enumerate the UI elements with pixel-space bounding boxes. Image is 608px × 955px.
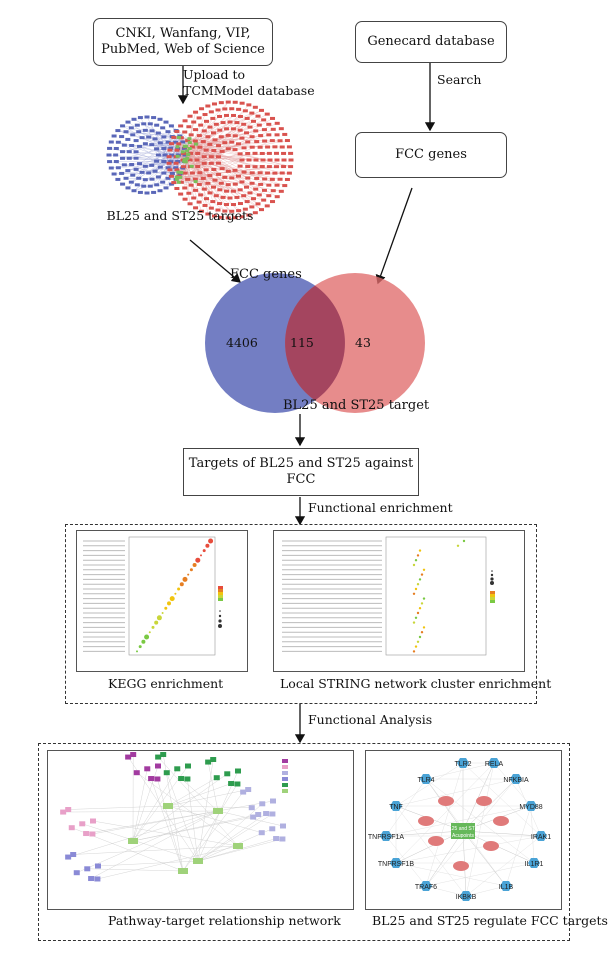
regulate-caption: BL25 and ST25 regulate FCC targets	[372, 913, 608, 928]
string-dotplot	[282, 536, 495, 656]
gene-node	[420, 774, 432, 784]
gene-label-tlr4: TLR4	[417, 777, 434, 784]
analysis-container	[38, 743, 570, 941]
pathway-graphic	[60, 752, 288, 882]
functional-analysis-label: Functional Analysis	[308, 712, 433, 727]
fcc-genes-box: FCC genes	[355, 132, 507, 178]
gene-label-tnfrsf1b: TNFRSF1B	[378, 861, 415, 868]
gene-label-tnf: TNF	[389, 804, 403, 811]
search-label: Search	[437, 72, 482, 87]
pathway-panel	[47, 750, 354, 910]
functional-enrichment-label: Functional enrichment	[308, 500, 453, 515]
upload-line1: Upload to	[183, 67, 246, 82]
center-node	[451, 823, 475, 839]
gene-node	[510, 774, 522, 784]
network-graphic	[106, 100, 294, 220]
gene-node	[457, 758, 469, 768]
gene-node	[528, 858, 540, 868]
gene-node	[460, 891, 472, 901]
string-panel	[273, 530, 525, 672]
kegg-caption: KEGG enrichment	[108, 676, 224, 691]
gene-label-tnfrsf1a: TNFRSF1A	[368, 834, 405, 841]
targets-line1: Targets of BL25 and ST25 against	[188, 456, 414, 471]
upload-label: Upload to TCMModel database	[183, 67, 315, 99]
enrichment-container	[65, 524, 537, 704]
gene-label-il1b: IL1B	[499, 884, 514, 891]
center-label: BL25 and ST25	[446, 826, 481, 832]
string-plot-graphic	[282, 536, 495, 656]
gene-node	[535, 831, 547, 841]
venn-right-count: 43	[355, 335, 371, 350]
string-caption: Local STRING network cluster enrichment	[280, 676, 552, 691]
kegg-plot-graphic	[83, 536, 223, 656]
gene-label-nfkbia: NFKBIA	[503, 777, 529, 784]
gene-node	[420, 881, 432, 891]
targets-box: Targets of BL25 and ST25 against FCC	[183, 448, 419, 496]
gene-node	[390, 858, 402, 868]
kegg-dotplot	[83, 536, 223, 656]
venn-title: FCC genes	[230, 267, 302, 282]
gene-label-irak1: IRAK1	[531, 834, 551, 841]
gene-label-ikbkb: IKBKB	[456, 894, 477, 901]
venn-overlap-count: 115	[290, 335, 314, 350]
kegg-panel	[76, 530, 248, 672]
gene-label-myd88: MYD88	[519, 804, 542, 811]
sources-line2: PubMed, Web of Science	[101, 42, 265, 57]
gene-node	[380, 831, 392, 841]
gene-label-traf6: TRAF6	[415, 884, 437, 891]
gene-label-tlr2: TLR2	[454, 761, 471, 768]
venn-left-count: 4406	[226, 335, 258, 350]
gene-node	[488, 758, 500, 768]
pathway-caption: Pathway-target relationship network	[108, 913, 341, 928]
targets-line2: FCC	[286, 472, 316, 487]
pathway-network	[60, 752, 288, 882]
gene-node	[500, 881, 512, 891]
venn-overlap	[285, 285, 345, 401]
gene-node	[390, 801, 402, 811]
network-caption: BL25 and ST25 targets	[106, 208, 254, 223]
venn-bottom-label: BL25 and ST25 target	[283, 398, 430, 413]
gene-node	[525, 801, 537, 811]
genecard-box: Genecard database	[355, 21, 507, 63]
center-label: Acupoints	[452, 833, 474, 839]
upload-line2: TCMModel database	[183, 83, 315, 98]
database-sources-box: CNKI, Wanfang, VIP, PubMed, Web of Scien…	[93, 18, 273, 66]
sources-line1: CNKI, Wanfang, VIP,	[115, 26, 251, 41]
gene-label-rela: RELA	[485, 761, 504, 768]
gene-label-il1r1: IL1R1	[525, 861, 544, 868]
